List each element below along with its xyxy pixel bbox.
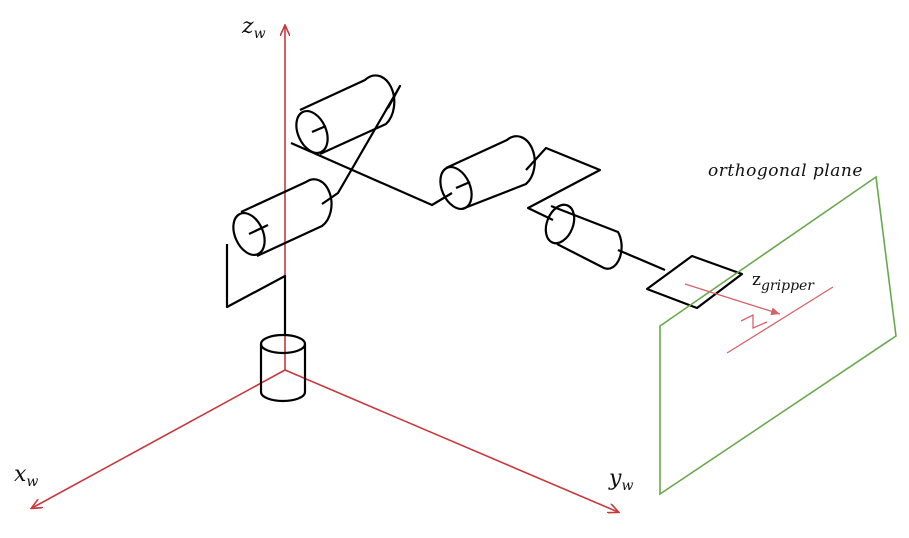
elbow-joint	[295, 74, 396, 156]
gripper-plate	[645, 254, 744, 310]
gripper-axis	[684, 283, 834, 354]
base-link	[225, 244, 287, 334]
x-axis-label: xw	[14, 462, 39, 490]
robot-arm	[225, 74, 744, 403]
shoulder-joint	[232, 178, 333, 257]
orthogonal-plane	[659, 175, 897, 496]
plane-label: orthogonal plane	[708, 161, 863, 181]
wrist-joint-1	[439, 135, 536, 211]
plane-cross-line	[726, 286, 834, 354]
x-axis-line	[32, 369, 286, 508]
wrist-link	[525, 146, 602, 221]
plane-cross-mark	[740, 313, 768, 329]
y-axis-line	[284, 369, 618, 512]
base-cylinder	[259, 333, 307, 403]
z-axis-label: zw	[242, 14, 266, 42]
wrist-joint-2	[544, 203, 666, 272]
gripper-axis-label: zgripper	[752, 270, 815, 294]
y-axis-label: yw	[609, 466, 634, 494]
gripper-z-arrow	[684, 283, 781, 316]
